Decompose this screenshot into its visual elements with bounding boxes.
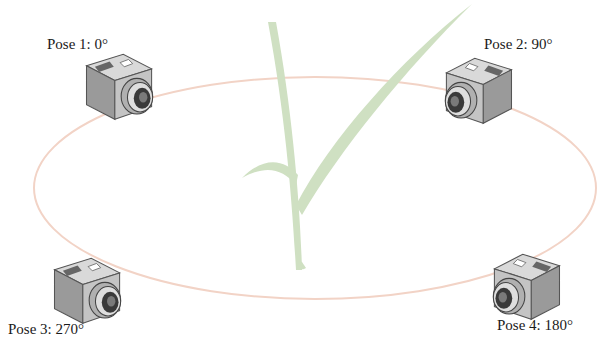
camera bbox=[445, 58, 511, 123]
pose-label: Pose 2: 90° bbox=[484, 36, 553, 53]
camera bbox=[493, 254, 559, 319]
plant bbox=[242, 4, 472, 270]
pose-label: Pose 1: 0° bbox=[47, 36, 108, 53]
pose-label: Pose 3: 270° bbox=[8, 321, 84, 338]
pose-label: Pose 4: 180° bbox=[497, 317, 573, 334]
camera bbox=[55, 258, 121, 323]
camera bbox=[87, 54, 153, 119]
